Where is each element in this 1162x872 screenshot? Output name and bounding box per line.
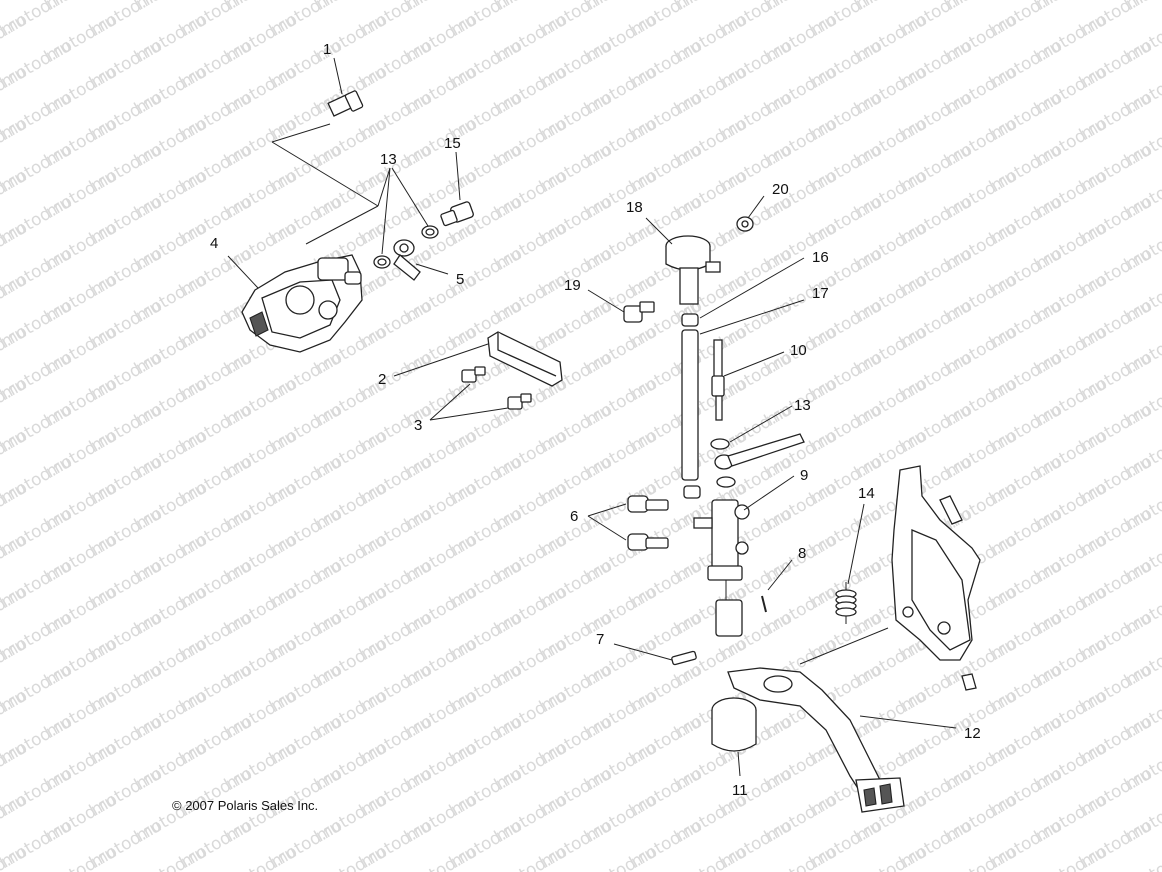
callout-11: 11 [732,782,748,799]
watermark-text: motod.ru [943,842,1021,872]
part-1-bolt [327,90,364,117]
callout-4: 4 [210,235,218,252]
part-9-master-cylinder [693,499,750,637]
leader-lines [227,57,957,777]
callout-7: 7 [596,631,604,648]
part-12-brake-pedal [727,667,905,813]
part-5-banjo-fitting-b [714,433,805,470]
watermark-text: motod.ru [583,842,661,872]
part-13-sealing-washer-b [710,438,736,488]
part-16-hose-clamp [681,313,699,327]
callout-12: 12 [964,725,981,742]
part-18-reservoir [665,235,721,305]
watermark-text: motod.ru [763,842,841,872]
watermark-text: motod.ru [673,842,751,872]
part-13-sealing-washer [373,225,439,269]
watermark-text: motod.ru [493,842,571,872]
callout-13-left: 13 [380,151,397,168]
part-17-hose [681,329,699,481]
callout-17: 17 [812,285,829,302]
callout-2: 2 [378,371,386,388]
callout-8: 8 [798,545,806,562]
callout-6: 6 [570,508,578,525]
part-3-bolt [461,366,532,410]
watermark-text: motod.ru [223,842,301,872]
copyright-notice: © 2007 Polaris Sales Inc. [172,798,318,813]
part-5-banjo-fitting [393,239,421,281]
callout-19: 19 [564,277,581,294]
part-4-brake-caliper [241,254,363,353]
part-2-bracket [487,331,563,387]
part-10-push-rod [711,339,725,421]
part-7-pin [671,650,697,666]
part-6-bolt [627,495,669,551]
part-8-cotter-pin [761,595,767,613]
part-11-pedal-bushing [711,697,757,752]
callout-labels: 1 2 3 4 5 6 7 8 9 10 11 12 13 13 14 15 1… [210,41,981,799]
frame-section [891,465,981,691]
callout-9: 9 [800,467,808,484]
callout-13-right: 13 [794,397,811,414]
callout-10: 10 [790,342,807,359]
watermark-text: motod.ru [1033,842,1111,872]
callout-20: 20 [772,181,789,198]
callout-16: 16 [812,249,829,266]
callout-14: 14 [858,485,875,502]
part-19-bolt [623,301,655,323]
part-14-return-spring [835,582,857,624]
part-15-banjo-bolt [440,201,474,227]
watermark-text: motod.ru [43,842,121,872]
callout-15: 15 [444,135,461,152]
part-20-grommet [736,216,754,232]
watermark-text: motod.ru [853,842,931,872]
watermark-text: motod.ru [403,842,481,872]
part-16-hose-clamp-lower [683,485,701,499]
callout-18: 18 [626,199,643,216]
watermark-text: motod.ru [313,842,391,872]
callout-5: 5 [456,271,464,288]
watermark-text: motod.ru [133,842,211,872]
callout-3: 3 [414,417,422,434]
callout-1: 1 [323,41,331,58]
